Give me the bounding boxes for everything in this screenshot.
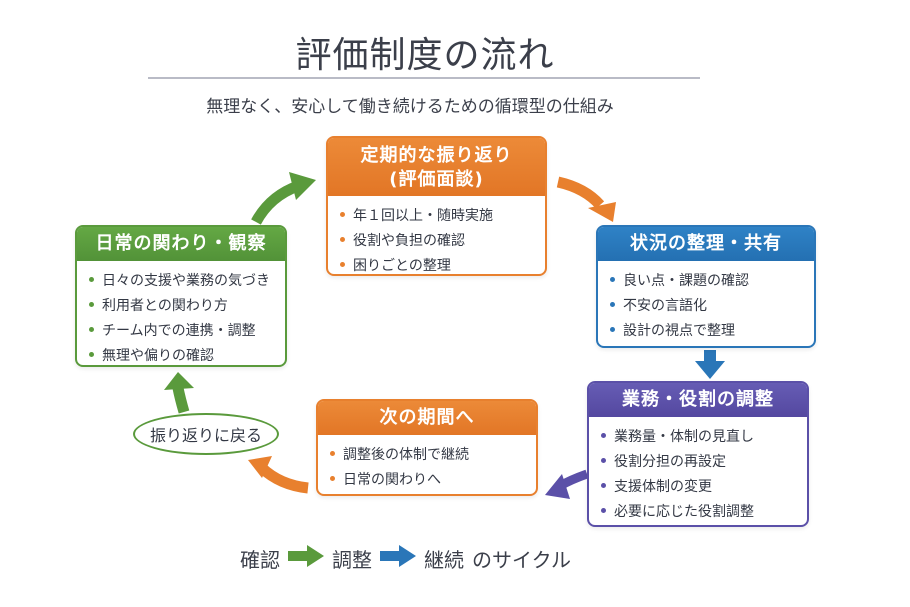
step-observe-card: 日常の関わり・観察 日々の支援や業務の気づき 利用者との関わり方 チーム内での連… bbox=[75, 225, 287, 367]
bullet-icon bbox=[340, 261, 345, 267]
bullet-icon bbox=[89, 301, 94, 307]
list-item: 不安の言語化 bbox=[610, 294, 804, 319]
bullet-icon bbox=[89, 326, 94, 332]
legend-step-adjust: 調整 bbox=[332, 547, 372, 572]
list-item: 役割や負担の確認 bbox=[340, 229, 535, 254]
bullet-icon bbox=[89, 276, 94, 282]
step-adjust-card: 業務・役割の調整 業務量・体制の見直し 役割分担の再設定 支援体制の変更 必要に… bbox=[587, 381, 809, 527]
bullet-icon bbox=[601, 457, 606, 463]
step-organize-list: 良い点・課題の確認 不安の言語化 設計の視点で整理 bbox=[598, 261, 814, 346]
list-item: 設計の視点で整理 bbox=[610, 319, 804, 344]
arrow-observe-to-review-icon bbox=[251, 172, 316, 225]
arrow-organize-to-adjust-icon bbox=[695, 350, 725, 379]
step-adjust-list: 業務量・体制の見直し 役割分担の再設定 支援体制の変更 必要に応じた役割調整 bbox=[589, 417, 807, 525]
step-review-title: 定期的な振り返り bbox=[360, 145, 513, 166]
legend-step-continue: 継続 bbox=[424, 547, 464, 572]
arrow-return-to-observe-icon bbox=[164, 372, 194, 414]
legend-suffix: のサイクル bbox=[472, 547, 571, 572]
list-item: 年１回以上・随時実施 bbox=[340, 204, 535, 229]
list-item: 役割分担の再設定 bbox=[601, 450, 797, 475]
bullet-icon bbox=[601, 482, 606, 488]
list-item: 調整後の体制で継続 bbox=[330, 443, 526, 468]
bullet-icon bbox=[610, 326, 615, 332]
bullet-icon bbox=[340, 211, 345, 217]
step-review-list: 年１回以上・随時実施 役割や負担の確認 困りごとの整理 bbox=[328, 196, 545, 274]
return-to-review-node: 振り返りに戻る bbox=[133, 413, 279, 455]
step-review-header: 定期的な振り返り (評価面談) bbox=[328, 138, 545, 196]
step-review-subtitle: (評価面談) bbox=[389, 169, 484, 190]
bullet-icon bbox=[330, 450, 335, 456]
bullet-icon bbox=[610, 276, 615, 282]
bullet-icon bbox=[330, 475, 335, 481]
bullet-icon bbox=[601, 432, 606, 438]
bullet-icon bbox=[89, 351, 94, 357]
arrow-adjust-to-next-icon bbox=[545, 469, 589, 499]
legend-arrow-green-icon bbox=[288, 544, 324, 572]
list-item: チーム内での連携・調整 bbox=[89, 319, 275, 344]
page-subtitle: 無理なく、安心して働き続けるための循環型の仕組み bbox=[206, 97, 614, 117]
step-next-header: 次の期間へ bbox=[318, 401, 536, 435]
bullet-icon bbox=[610, 301, 615, 307]
step-review-card: 定期的な振り返り (評価面談) 年１回以上・随時実施 役割や負担の確認 困りごと… bbox=[326, 136, 547, 276]
step-next-card: 次の期間へ 調整後の体制で継続 日常の関わりへ bbox=[316, 399, 538, 496]
legend-arrow-blue-icon bbox=[380, 544, 416, 572]
step-organize-header: 状況の整理・共有 bbox=[598, 227, 814, 261]
legend-step-confirm: 確認 bbox=[240, 547, 280, 572]
step-next-list: 調整後の体制で継続 日常の関わりへ bbox=[318, 435, 536, 494]
list-item: 支援体制の変更 bbox=[601, 475, 797, 500]
bullet-icon bbox=[340, 236, 345, 242]
page-title: 評価制度の流れ bbox=[295, 35, 555, 76]
title-divider bbox=[148, 77, 700, 79]
step-adjust-header: 業務・役割の調整 bbox=[589, 383, 807, 417]
cycle-legend: 確認 調整 継続 のサイクル bbox=[240, 543, 571, 573]
step-observe-header: 日常の関わり・観察 bbox=[77, 227, 285, 261]
list-item: 業務量・体制の見直し bbox=[601, 425, 797, 450]
list-item: 困りごとの整理 bbox=[340, 254, 535, 274]
arrow-next-to-return-icon bbox=[248, 456, 309, 494]
list-item: 日常の関わりへ bbox=[330, 468, 526, 493]
step-organize-card: 状況の整理・共有 良い点・課題の確認 不安の言語化 設計の視点で整理 bbox=[596, 225, 816, 348]
list-item: 利用者との関わり方 bbox=[89, 294, 275, 319]
step-observe-list: 日々の支援や業務の気づき 利用者との関わり方 チーム内での連携・調整 無理や偏り… bbox=[77, 261, 285, 365]
bullet-icon bbox=[601, 507, 606, 513]
arrow-review-to-organize-icon bbox=[556, 176, 616, 222]
list-item: 必要に応じた役割調整 bbox=[601, 500, 797, 525]
list-item: 良い点・課題の確認 bbox=[610, 269, 804, 294]
list-item: 無理や偏りの確認 bbox=[89, 344, 275, 365]
list-item: 日々の支援や業務の気づき bbox=[89, 269, 275, 294]
